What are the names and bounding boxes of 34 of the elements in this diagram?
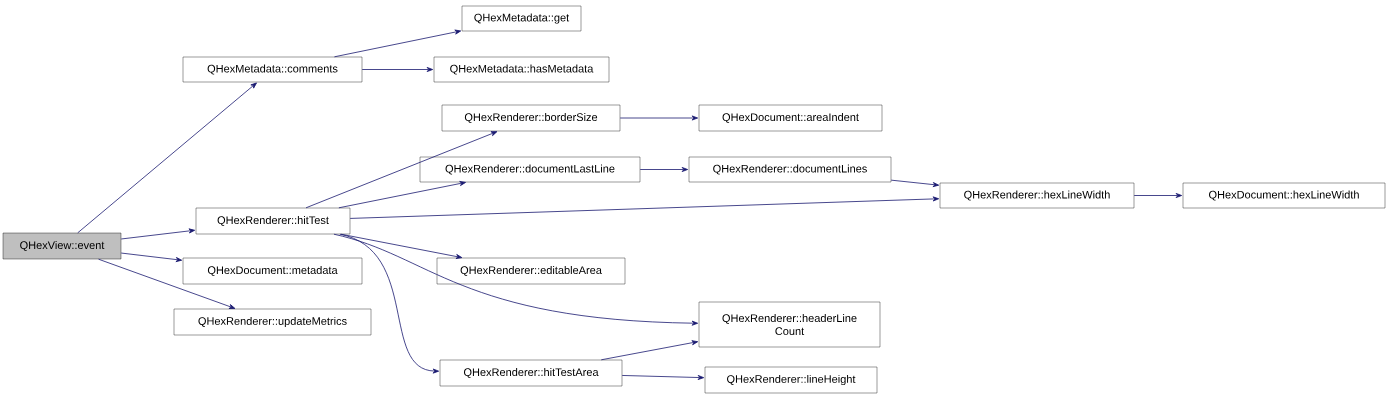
function-box: QHexRenderer::hitTest [195, 207, 351, 235]
arrow [619, 115, 699, 121]
function-box: QHexMetadata::comments [182, 56, 363, 83]
function-box: QHexDocument::metadata [182, 257, 363, 285]
arrow [334, 29, 462, 58]
arrow [339, 233, 440, 374]
arrow [120, 252, 183, 263]
function-box: QHexMetadata::hasMetadata [433, 56, 610, 83]
arrow [361, 67, 434, 72]
arrow [639, 167, 689, 172]
function-box: QHexMetadata::get [461, 5, 582, 32]
arrow [333, 233, 699, 326]
function-box: QHexRenderer::documentLines [688, 156, 892, 183]
function-box: QHexRenderer::editableArea [436, 257, 626, 285]
function-box: QHexDocument::areaIndent [698, 104, 883, 132]
function-box: QHexRenderer::hitTestArea [439, 359, 623, 387]
function-box: QHexDocument::hexLineWidth [1182, 182, 1386, 209]
arrow [890, 179, 940, 188]
arrow [338, 181, 466, 209]
function-box: QHexRenderer::borderSize [441, 104, 621, 132]
arrow [600, 340, 699, 361]
function-box: QHexRenderer::lineHeight [704, 366, 878, 394]
function-box: QHexView::event [2, 232, 122, 260]
arrow [77, 82, 257, 234]
function-box: QHexRenderer::headerLine Count [698, 301, 881, 348]
arrow [98, 258, 236, 309]
function-box: QHexRenderer::hexLineWidth [939, 182, 1135, 209]
arrow [120, 228, 196, 240]
function-box: QHexRenderer::updateMetrics [173, 308, 372, 336]
arrow [621, 375, 705, 380]
function-box: QHexRenderer::documentLastLine [419, 156, 641, 183]
arrow [1133, 193, 1183, 198]
arrow [349, 196, 940, 219]
arrow [305, 131, 498, 209]
